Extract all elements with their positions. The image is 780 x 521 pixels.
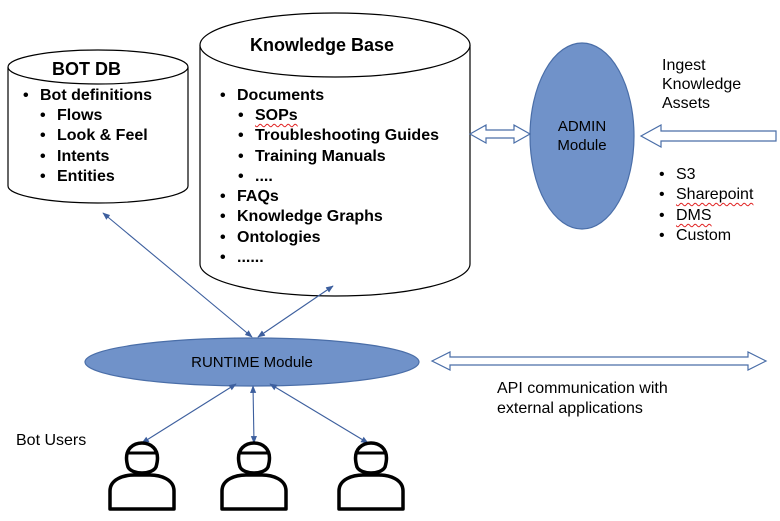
bot-db-sub-item: Intents	[40, 149, 110, 166]
kb-document-item: Troubleshooting Guides	[238, 128, 439, 145]
admin-label-line2: Module	[557, 137, 607, 154]
api-label-line2: external applications	[497, 400, 643, 417]
kb-document-item: ....	[238, 169, 273, 186]
user-icon	[108, 441, 176, 511]
runtime-user3-arrow	[269, 383, 369, 444]
runtime-label: RUNTIME Module	[191, 354, 313, 371]
runtime-user1-arrow	[141, 383, 237, 444]
kb-other-item: Knowledge Graphs	[220, 209, 383, 226]
ingest-source: S3	[659, 167, 695, 184]
kb-document-item: SOPs	[238, 108, 298, 125]
bot-db-title: BOT DB	[52, 59, 121, 79]
user-icon	[337, 441, 405, 511]
user-icon	[220, 441, 288, 511]
api-label-line1: API communication with	[497, 380, 668, 397]
kb-runtime-arrow	[257, 285, 334, 338]
bot-db-sub-item: Entities	[40, 169, 115, 186]
kb-documents-label: Documents	[220, 88, 324, 105]
kb-admin-double-arrow	[468, 123, 532, 145]
bot-db-sub-item: Flows	[40, 108, 102, 125]
ingest-arrow	[639, 123, 777, 149]
kb-other-item: ......	[220, 250, 263, 267]
kb-document-item: Training Manuals	[238, 149, 386, 166]
kb-title: Knowledge Base	[250, 35, 395, 55]
ingest-label-line1: Ingest	[662, 57, 706, 74]
ingest-source: Sharepoint	[659, 187, 753, 204]
admin-module-ellipse	[529, 42, 635, 230]
api-double-arrow	[430, 351, 768, 371]
bot-db-item-main: Bot definitions	[23, 88, 152, 105]
ingest-source: Custom	[659, 228, 731, 245]
bot-users-label: Bot Users	[16, 432, 87, 449]
kb-other-item: Ontologies	[220, 230, 320, 247]
ingest-source: DMS	[659, 208, 711, 225]
bot-db-sub-item: Look & Feel	[40, 128, 148, 145]
admin-label-line1: ADMIN	[557, 118, 607, 135]
ingest-label-line2: Knowledge	[662, 76, 742, 93]
ingest-label-line3: Assets	[662, 95, 711, 112]
kb-other-item: FAQs	[220, 189, 279, 206]
botdb-runtime-arrow	[102, 212, 253, 338]
runtime-user2-arrow	[250, 385, 257, 444]
